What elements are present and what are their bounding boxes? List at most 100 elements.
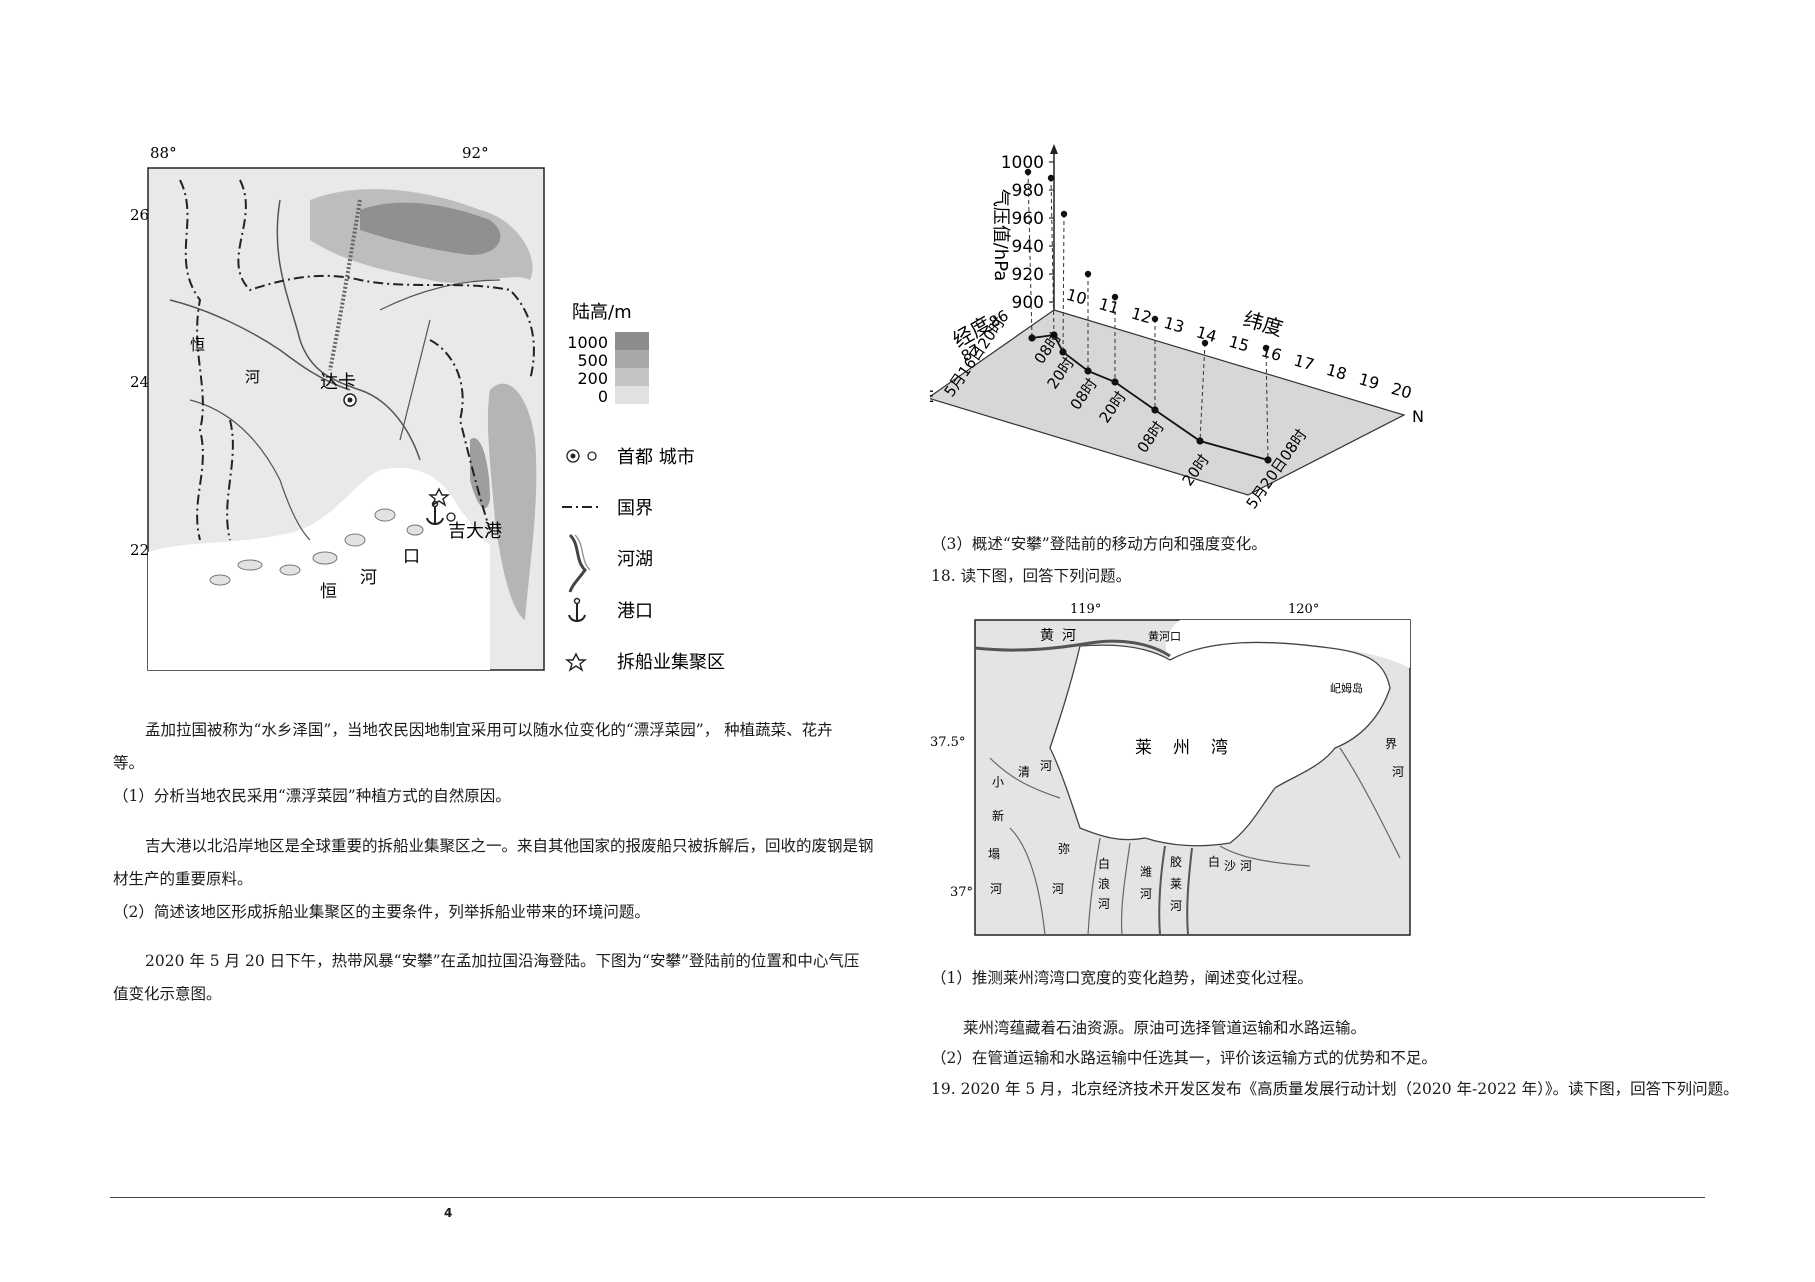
pressure-drop-line [1265, 347, 1269, 461]
pressure-drop-line [1050, 177, 1055, 336]
capital-legend-icon [566, 449, 597, 463]
lon-label-92: 92° [462, 144, 489, 162]
storm-track [1024, 168, 1272, 464]
bay-label-2: 州 [1173, 738, 1190, 758]
shipbreaking-paragraph-line1: 吉大港以北沿岸地区是全球重要的拆船业集聚区之一。来自其他国家的报废船只被拆解后，… [145, 837, 874, 855]
map-legend: 陆高/m 1000 500 200 0 首都 城市 国界 河湖 港口 [562, 302, 725, 673]
huanghe-label-1: 黄 [1040, 627, 1054, 644]
bangladesh-map: 88° 92° 26° 24° 22° [130, 144, 725, 673]
shipbreaking-paragraph-line2: 材生产的重要原料。 [113, 870, 253, 888]
pressure-point [1201, 339, 1209, 347]
base-plane [930, 309, 1406, 496]
shipbreaking-legend: 拆船业集聚区 [617, 652, 725, 673]
question-19: 19. 2020 年 5 月，北京经济技术开发区发布《高质量发展行动计划（202… [931, 1080, 1739, 1098]
xinshe-label-3: 河 [990, 882, 1002, 896]
track-point [1264, 456, 1272, 464]
bailang-label-2: 浪 [1098, 876, 1110, 891]
ganges-label-1: 恒 [190, 336, 205, 354]
elev-swatch-1000 [615, 332, 649, 350]
estuary-label-2: 河 [360, 568, 377, 588]
latitude-tick-label: 19 [1357, 369, 1382, 393]
pressure-tick-label: 900 [1012, 293, 1044, 313]
weihe-label-2: 河 [1140, 887, 1152, 901]
track-point [1084, 367, 1092, 375]
dhaka-label: 达卡 [320, 372, 356, 393]
pressure-drop-line [1062, 213, 1065, 353]
huanghekou-label: 黄河口 [1148, 629, 1181, 643]
river-lake-legend: 河湖 [617, 549, 653, 570]
pressure-point [1047, 174, 1055, 182]
page-number: 4 [444, 1206, 453, 1220]
axis-letter-north: N [1412, 407, 1424, 426]
lon-label-119: 119° [1070, 602, 1101, 617]
pressure-point [1262, 344, 1270, 352]
pressure-drop-line [1199, 342, 1206, 442]
bay-label-3: 湾 [1211, 738, 1228, 758]
bay-map-frame [974, 619, 1411, 936]
elev-value-200: 200 [577, 369, 608, 388]
dhaka-marker [343, 393, 357, 407]
track-point [1196, 437, 1204, 445]
elev-value-500: 500 [577, 351, 608, 370]
footer-rule [110, 1197, 1705, 1198]
jiehe-label-1: 界 [1385, 737, 1397, 751]
lon-label-120: 120° [1288, 602, 1319, 617]
map-frame [147, 167, 545, 671]
jiaolai-label-2: 莱 [1170, 877, 1182, 891]
xinshe-label-1: 新 [992, 808, 1004, 823]
axis-letter-east: E [930, 387, 934, 406]
pressure-point [1084, 270, 1092, 278]
storm-paragraph-line2: 值变化示意图。 [113, 985, 222, 1003]
latitude-tick-label: 14 [1194, 322, 1219, 346]
capital-city-legend: 首都 城市 [617, 447, 695, 468]
track-point [1151, 406, 1159, 414]
elev-swatch-200 [615, 368, 649, 386]
latitude-tick-label: 13 [1162, 313, 1187, 337]
jiaolai-label-1: 胶 [1170, 854, 1182, 869]
latitude-tick-label: 16 [1259, 341, 1284, 365]
track-point [1050, 331, 1058, 339]
latitude-tick-label: 20 [1389, 379, 1414, 403]
latitude-tick-label: 12 [1129, 304, 1154, 328]
laizhou-bay-map: 119° 120° 37.5° 37° 黄 河 黄河口 屺姆岛 莱 州 湾 小 … [930, 602, 1411, 936]
weihe-label-1: 潍 [1140, 865, 1152, 879]
pressure-point [1024, 168, 1032, 176]
xiaoqinghe-label-1: 小 [992, 775, 1004, 789]
pressure-point [1060, 210, 1068, 218]
latitude-tick-label: 15 [1227, 332, 1252, 356]
elev-value-1000: 1000 [567, 333, 608, 352]
question-18: 18. 读下图，回答下列问题。 [931, 567, 1132, 585]
question-3: （3）概述“安攀”登陆前的移动方向和强度变化。 [931, 535, 1267, 553]
shipbreaking-legend-icon [565, 652, 587, 672]
port-legend: 港口 [617, 601, 653, 622]
elev-swatch-0 [615, 386, 649, 404]
baisha-label-1: 白 [1208, 854, 1220, 869]
lon-label-88: 88° [150, 144, 177, 162]
chittagong-city-marker [446, 512, 456, 522]
storm-paragraph-line1: 2020 年 5 月 20 日下午，热带风暴“安攀”在孟加拉国沿海登陆。下图为“… [145, 952, 860, 970]
track-point [1059, 348, 1067, 356]
huanghe-label-2: 河 [1062, 628, 1076, 644]
question-18-1: （1）推测莱州湾湾口宽度的变化趋势，阐述变化过程。 [931, 969, 1313, 987]
pressure-tick-label: 940 [1012, 237, 1044, 257]
pressure-point [1151, 315, 1159, 323]
pressure-tick-label: 960 [1012, 209, 1044, 229]
xinshe-label-2: 塌 [988, 847, 1000, 861]
pressure-tick-label: 1000 [1001, 153, 1044, 173]
mihe-label-1: 弥 [1058, 841, 1070, 856]
intro-paragraph-line2: 等。 [113, 754, 145, 772]
track-point [1111, 378, 1119, 386]
bailang-label-1: 白 [1098, 856, 1110, 871]
port-legend-icon [568, 597, 586, 622]
pressure-tick-label: 980 [1012, 181, 1044, 201]
mihe-label-2: 河 [1052, 882, 1064, 896]
question-2: （2）简述该地区形成拆船业集聚区的主要条件，列举拆船业带来的环境问题。 [113, 903, 650, 921]
estuary-label-3: 口 [403, 547, 420, 567]
chittagong-label: 吉大港 [448, 521, 502, 542]
baisha-label-2: 沙 [1224, 859, 1236, 873]
bay-label-1: 莱 [1135, 738, 1152, 758]
pressure-axis-label: 气压值/hPa [990, 189, 1011, 282]
estuary-label-1: 恒 [320, 582, 337, 602]
